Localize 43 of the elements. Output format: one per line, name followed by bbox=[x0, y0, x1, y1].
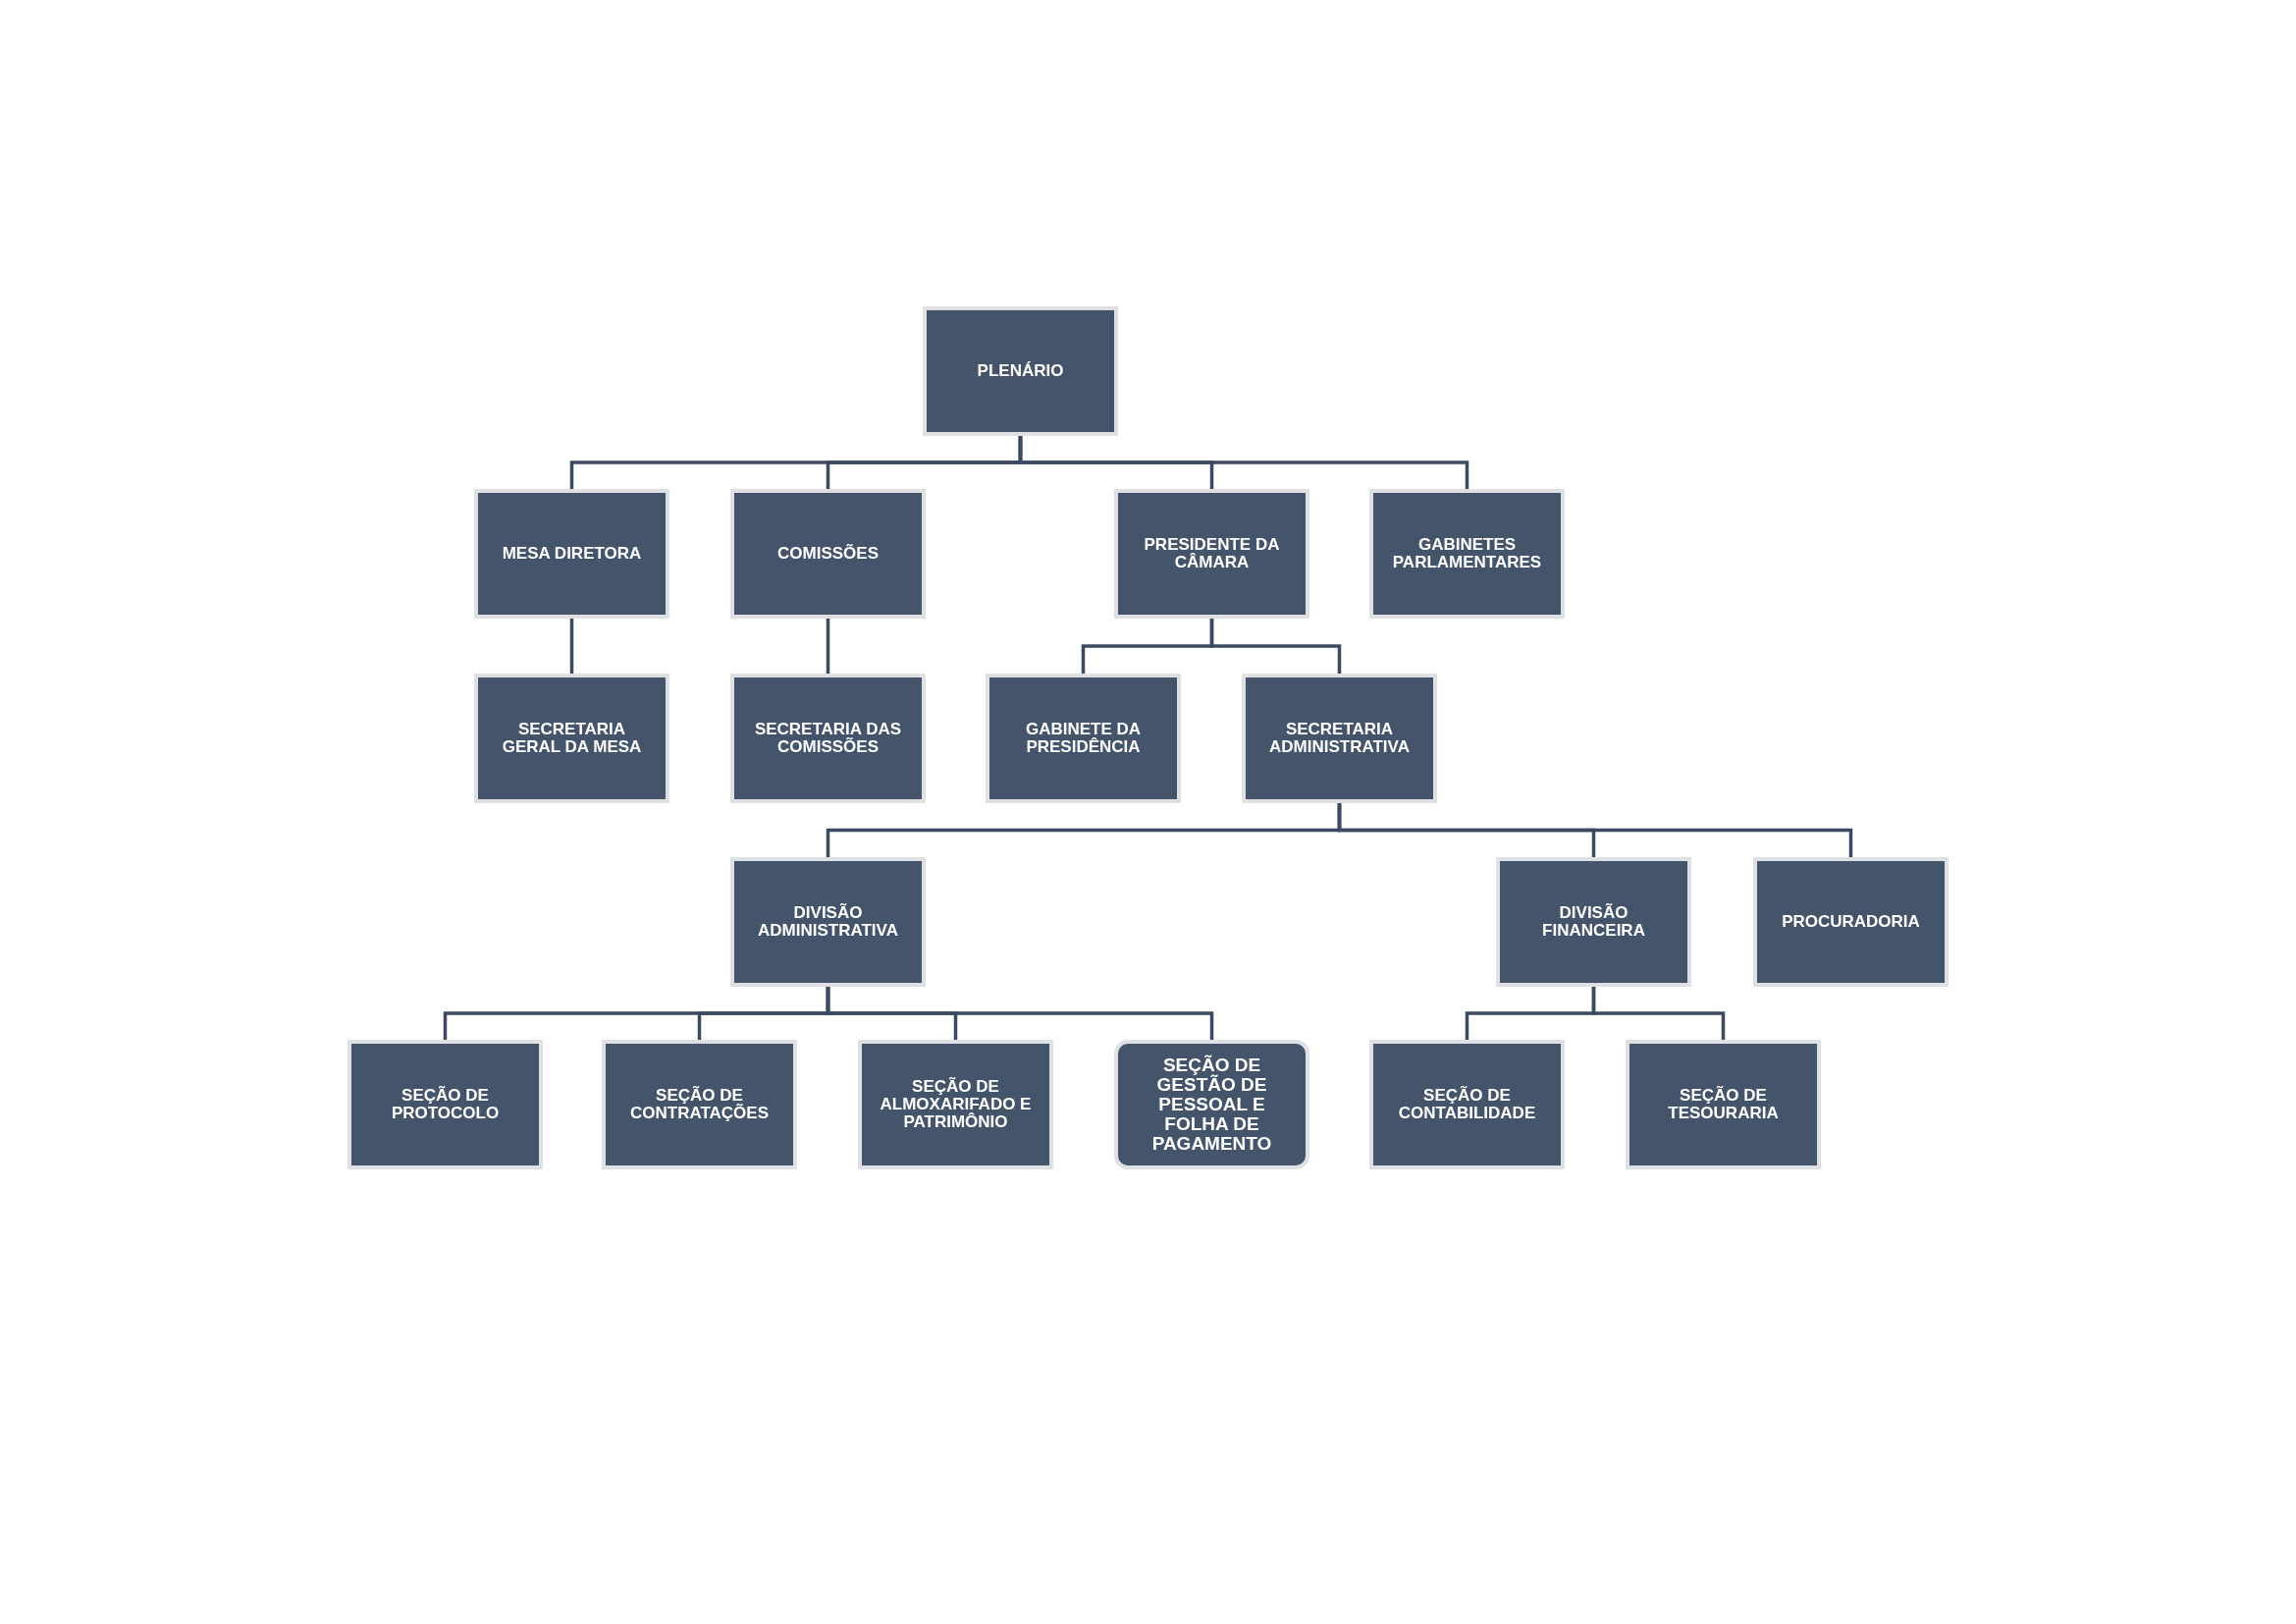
box-label: MESA DIRETORA bbox=[501, 545, 643, 563]
org-box bbox=[1114, 489, 1309, 619]
connector-line bbox=[1591, 987, 1726, 1040]
box-label: SECRETARIA ADMINISTRATIVA bbox=[1268, 721, 1411, 756]
box-label: GABINETE DA PRESIDÊNCIA bbox=[1024, 721, 1143, 756]
box-label: PROCURADORIA bbox=[1781, 913, 1921, 931]
box-label: SEÇÃO DE PROTOCOLO bbox=[390, 1087, 501, 1122]
org-box bbox=[1496, 857, 1691, 987]
box-label: SECRETARIA GERAL DA MESA bbox=[501, 721, 643, 756]
org-box bbox=[1369, 1040, 1565, 1169]
box-label: COMISSÕES bbox=[776, 545, 880, 563]
connector-line bbox=[826, 619, 830, 674]
rounded-org-box bbox=[1114, 1040, 1309, 1169]
connector-line bbox=[569, 619, 574, 674]
org-box bbox=[474, 489, 669, 619]
box-label: SEÇÃO DE CONTABILIDADE bbox=[1397, 1087, 1537, 1122]
box-label: SEÇÃO DE GESTÃO DE PESSOAL E FOLHA DE PAGAMENTO bbox=[1150, 1056, 1273, 1154]
org-box bbox=[986, 674, 1181, 803]
org-box bbox=[923, 306, 1118, 436]
box-label: SEÇÃO DE CONTRATAÇÕES bbox=[629, 1087, 770, 1122]
box-label: DIVISÃO FINANCEIRA bbox=[1541, 904, 1646, 940]
org-box bbox=[730, 857, 926, 987]
box-label: SECRETARIA DAS COMISSÕES bbox=[753, 721, 903, 756]
org-box bbox=[730, 489, 926, 619]
connector-line bbox=[1018, 436, 1469, 489]
connector-line bbox=[826, 987, 1214, 1040]
box-label: SEÇÃO DE TESOURARIA bbox=[1667, 1087, 1780, 1122]
box-label: PLENÁRIO bbox=[976, 362, 1065, 380]
org-box bbox=[1753, 857, 1949, 987]
org-box bbox=[858, 1040, 1053, 1169]
org-box bbox=[730, 674, 926, 803]
connector-line bbox=[1209, 619, 1342, 674]
box-label: DIVISÃO ADMINISTRATIVA bbox=[757, 904, 899, 940]
org-box bbox=[1369, 489, 1565, 619]
org-box bbox=[1242, 674, 1437, 803]
box-label: GABINETES PARLAMENTARES bbox=[1391, 536, 1543, 571]
org-box bbox=[1626, 1040, 1821, 1169]
org-box bbox=[347, 1040, 543, 1169]
box-label: SEÇÃO DE ALMOXARIFADO E PATRIMÔNIO bbox=[879, 1078, 1033, 1131]
org-box bbox=[474, 674, 669, 803]
connector-line bbox=[1337, 803, 1853, 857]
box-label: PRESIDENTE DA CÂMARA bbox=[1143, 536, 1281, 571]
org-box bbox=[602, 1040, 797, 1169]
